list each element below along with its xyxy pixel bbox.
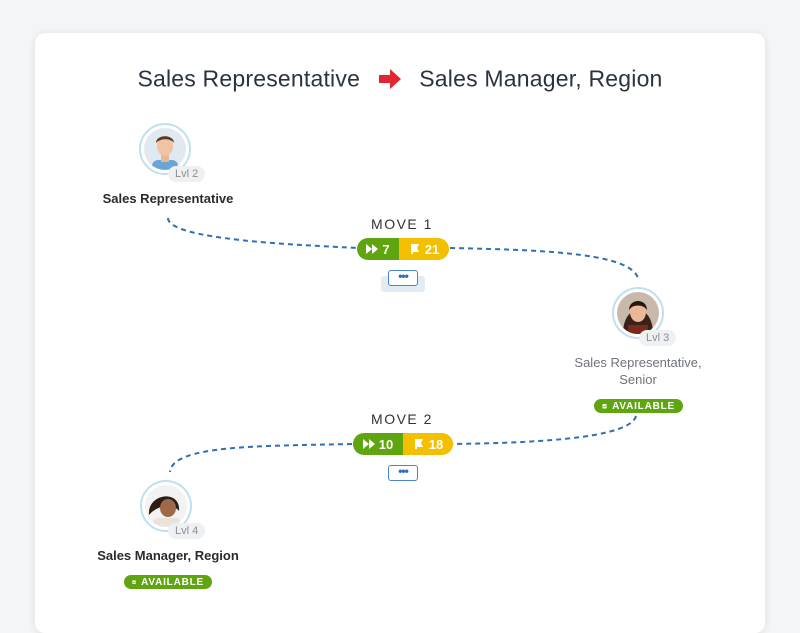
avatar-sales-representative[interactable]	[139, 123, 191, 175]
arrow-right-icon	[378, 68, 401, 89]
more-dots-icon: •••	[398, 463, 409, 478]
tasks-segment: 21	[399, 238, 449, 260]
clipboard-check-icon	[602, 403, 607, 409]
level-badge: Lvl 2	[168, 166, 206, 182]
steps-segment: 10	[353, 433, 403, 455]
available-badge: AVAILABLE	[124, 575, 212, 589]
flag-icon	[410, 244, 419, 254]
move-2-tasks: 18	[428, 436, 444, 452]
move-1-more-button[interactable]: •••	[388, 270, 418, 286]
move-2-more-button[interactable]: •••	[388, 465, 418, 481]
role-label-sales-manager-region: Sales Manager, Region	[97, 548, 239, 563]
available-text: AVAILABLE	[141, 576, 204, 588]
to-role-title: Sales Manager, Region	[419, 65, 663, 92]
from-role-title: Sales Representative	[137, 65, 361, 92]
move-1-stats[interactable]: 7 21	[357, 238, 449, 260]
flag-icon	[414, 439, 423, 449]
move-2-steps: 10	[378, 436, 394, 452]
available-text: AVAILABLE	[612, 400, 675, 412]
career-path-title: Sales Representative Sales Manager, Regi…	[0, 64, 800, 92]
role-line-1: Sales Representative,	[574, 355, 702, 370]
fast-forward-icon	[366, 244, 379, 254]
move-2-stats[interactable]: 10 18	[353, 433, 453, 455]
move-1-tasks: 21	[424, 241, 440, 257]
available-badge: AVAILABLE	[594, 399, 683, 413]
steps-segment: 7	[357, 238, 399, 260]
level-badge: Lvl 3	[639, 330, 677, 346]
avatar-sales-manager-region[interactable]	[140, 480, 192, 532]
tasks-segment: 18	[403, 433, 453, 455]
person-photo-icon	[617, 292, 659, 334]
role-label-sales-representative-senior: Sales Representative, Senior	[538, 354, 738, 388]
person-photo-icon	[144, 128, 186, 170]
move-1-label: MOVE 1	[371, 216, 433, 232]
move-1-steps: 7	[382, 241, 390, 257]
role-label-sales-representative: Sales Representative	[102, 191, 234, 206]
person-photo-icon	[145, 485, 187, 527]
fast-forward-icon	[362, 439, 375, 449]
role-line-2: Senior	[619, 372, 657, 387]
level-badge: Lvl 4	[168, 523, 206, 539]
more-dots-icon: •••	[398, 268, 409, 283]
clipboard-check-icon	[132, 580, 136, 585]
move-2-label: MOVE 2	[371, 411, 433, 427]
